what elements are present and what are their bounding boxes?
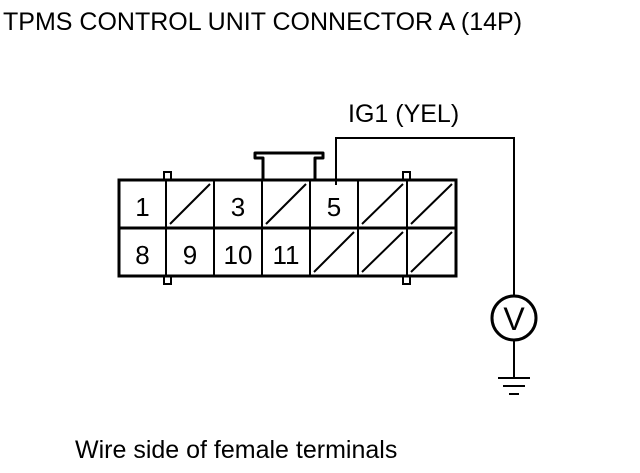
terminal-number-9: 9 — [183, 240, 197, 270]
wire-label: IG1 (YEL) — [348, 100, 459, 128]
voltmeter-symbol: V — [503, 301, 525, 337]
terminal-number-8: 8 — [135, 240, 149, 270]
terminal-number-11: 11 — [273, 240, 300, 270]
unused-cavity-mark — [361, 183, 404, 225]
test-lead-wire — [335, 137, 515, 297]
unused-cavity-mark — [313, 231, 355, 273]
connector-cells: 1 3 5 8 9 10 11 — [135, 180, 453, 276]
unused-cavity-mark — [410, 231, 453, 273]
unused-cavity-mark — [361, 231, 404, 273]
unused-cavity-mark — [169, 183, 211, 225]
unused-cavity-mark — [410, 183, 453, 225]
diagram-caption: Wire side of female terminals — [75, 436, 397, 464]
unused-cavity-mark — [265, 183, 307, 225]
diagram-title: TPMS CONTROL UNIT CONNECTOR A (14P) — [3, 8, 522, 36]
terminal-number-10: 10 — [224, 240, 253, 270]
terminal-number-5: 5 — [327, 192, 341, 222]
terminal-number-1: 1 — [135, 192, 149, 222]
terminal-number-3: 3 — [231, 192, 245, 222]
connector-lock-tab — [253, 151, 325, 180]
ground-icon — [498, 377, 530, 395]
